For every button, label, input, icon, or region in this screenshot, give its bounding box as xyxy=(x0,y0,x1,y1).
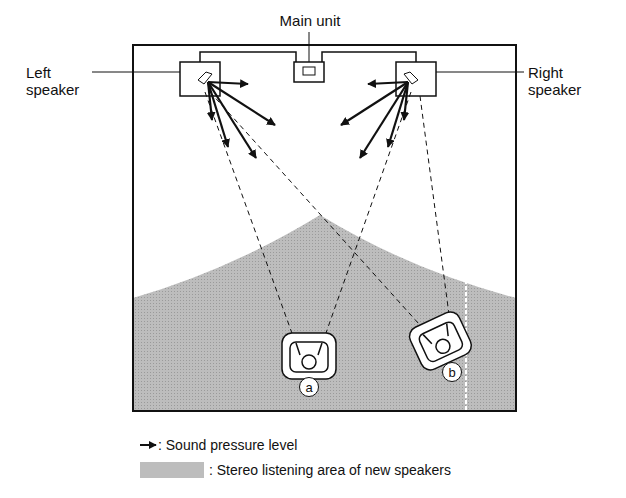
seat-letter: a xyxy=(305,381,312,394)
legend-text: : Stereo listening area of new speakers xyxy=(209,462,451,478)
listener-chair xyxy=(282,333,336,379)
legend-swatch xyxy=(140,462,204,478)
main-unit-box xyxy=(294,62,324,82)
listener-chair xyxy=(406,309,474,374)
seat-circle: b xyxy=(442,362,462,382)
part-label: Right speaker xyxy=(528,64,598,98)
part-label: Main unit xyxy=(270,12,350,29)
room-outline xyxy=(133,45,516,411)
seat-circle: a xyxy=(299,377,319,397)
legend-arrow xyxy=(140,444,156,446)
part-label: Left speaker xyxy=(26,64,90,98)
legend-text: : Sound pressure level xyxy=(158,437,297,453)
seat-letter: b xyxy=(448,366,455,379)
listening-area xyxy=(133,215,516,411)
